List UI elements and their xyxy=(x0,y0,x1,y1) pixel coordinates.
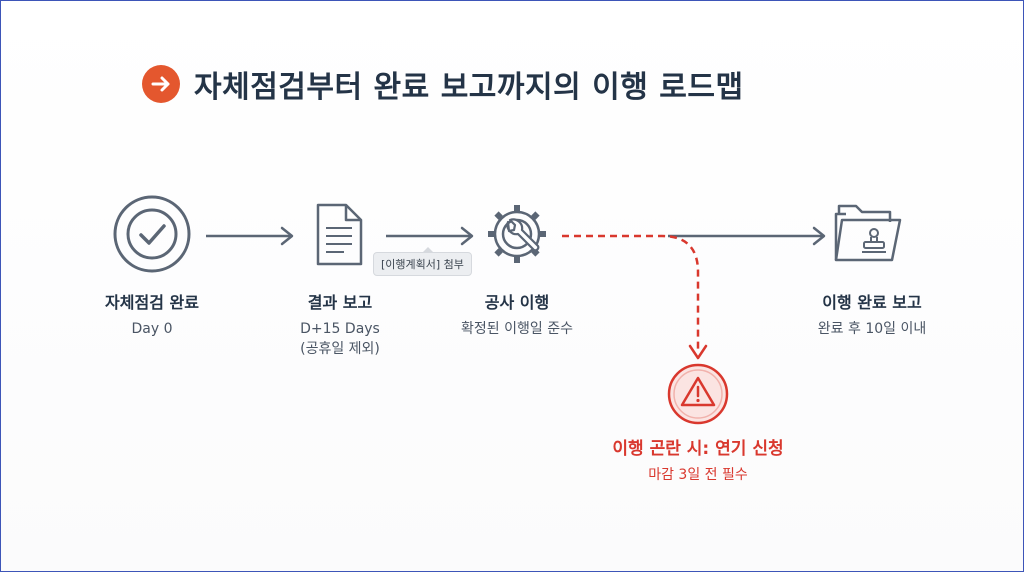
step-title: 이행 완료 보고 xyxy=(822,293,922,312)
step-subtitle: 확정된 이행일 준수 xyxy=(461,321,573,337)
delay-branch-arrow xyxy=(562,234,708,360)
step-completion-report: 이행 완료 보고 완료 후 10일 이내 xyxy=(818,289,926,339)
attachment-tag: [이행계획서] 첨부 xyxy=(373,247,472,276)
gear-wrench-icon xyxy=(488,205,546,263)
step-subtitle: Day 0 xyxy=(131,321,173,337)
warning-subtitle: 마감 3일 전 필수 xyxy=(648,467,748,483)
warning-triangle-icon xyxy=(667,363,729,425)
title-bar: 자체점검부터 완료 보고까지의 이행 로드맵 xyxy=(142,62,744,106)
stamped-folder-icon xyxy=(834,204,902,262)
step-subtitle: D+15 Days xyxy=(300,321,380,337)
step-title: 결과 보고 xyxy=(307,293,373,312)
flow-arrow xyxy=(386,226,474,246)
delay-request-note: 이행 곤란 시: 연기 신청 마감 3일 전 필수 xyxy=(612,434,783,485)
step-subtitle: 완료 후 10일 이내 xyxy=(817,321,927,337)
warning-title: 이행 곤란 시: 연기 신청 xyxy=(612,439,784,459)
step-title: 공사 이행 xyxy=(484,293,550,312)
flow-arrow xyxy=(206,226,294,246)
step-subtitle-note: (공휴일 제외) xyxy=(300,341,380,357)
step-title: 자체점검 완료 xyxy=(105,293,199,312)
flow-arrow xyxy=(668,226,826,246)
step-result-report: 결과 보고 D+15 Days (공휴일 제외) xyxy=(300,289,380,359)
document-icon xyxy=(316,203,363,266)
step-construction: 공사 이행 확정된 이행일 준수 xyxy=(461,289,573,339)
step-self-check: 자체점검 완료 Day 0 xyxy=(105,289,199,339)
check-circle-icon xyxy=(113,195,191,273)
page-title: 자체점검부터 완료 보고까지의 이행 로드맵 xyxy=(194,70,744,105)
arrow-right-circle-icon xyxy=(142,65,180,103)
